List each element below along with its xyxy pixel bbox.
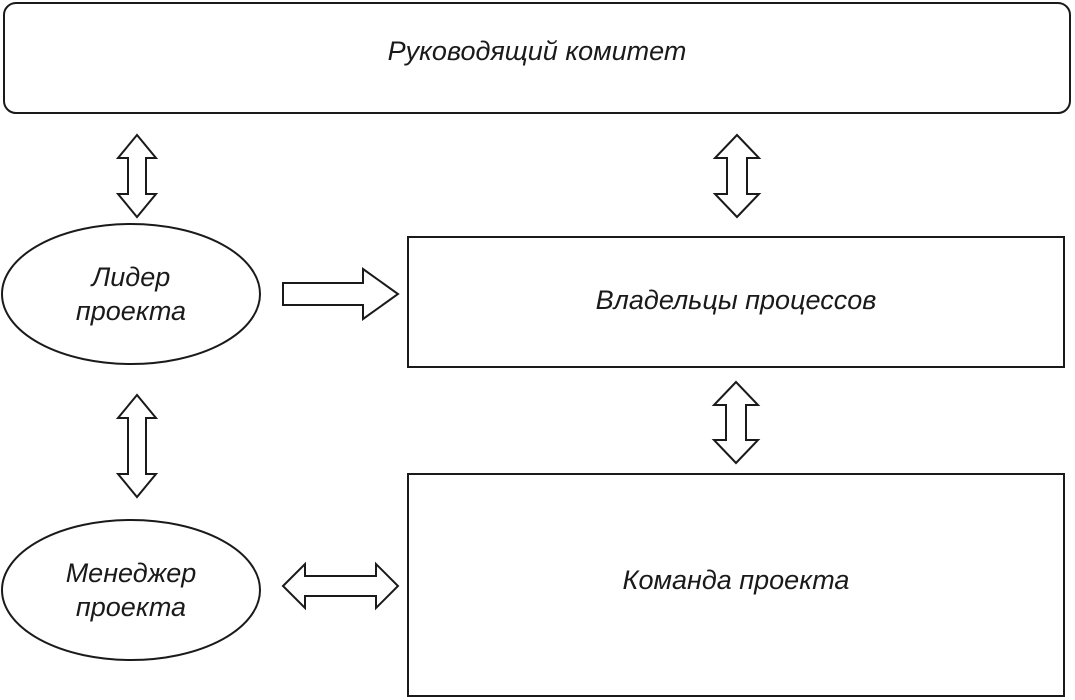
process-owners-box: [407, 236, 1065, 368]
project-manager-text: Менеджер проекта: [66, 556, 197, 624]
project-team-box: [407, 473, 1065, 697]
arrow-leader-manager: [115, 393, 159, 499]
arrow-manager-team: [281, 561, 400, 611]
project-leader-line2: проекта: [75, 296, 187, 326]
arrow-leader-owners: [282, 267, 400, 321]
arrow-owners-team: [711, 380, 761, 465]
process-owners-text: Владельцы процессов: [595, 285, 877, 315]
arrow-committee-leader: [115, 133, 159, 219]
project-manager-line1: Менеджер: [65, 558, 197, 588]
project-team-label: Команда проекта: [408, 474, 1064, 686]
project-leader-label: Лидер проекта: [2, 224, 260, 364]
project-leader-ellipse: [1, 223, 261, 365]
project-manager-line2: проекта: [75, 592, 187, 622]
steering-committee-box: [3, 2, 1071, 114]
project-team-text: Команда проекта: [622, 565, 850, 595]
process-owners-label: Владельцы процессов: [408, 237, 1064, 363]
arrow-committee-owners: [712, 133, 762, 219]
project-leader-line1: Лидер: [91, 262, 171, 292]
project-manager-label: Менеджер проекта: [2, 520, 260, 660]
project-leader-text: Лидер проекта: [76, 260, 186, 328]
project-manager-ellipse: [1, 519, 261, 661]
steering-committee-text: Руководящий комитет: [387, 35, 687, 66]
steering-committee-label: Руководящий комитет: [4, 3, 1070, 98]
